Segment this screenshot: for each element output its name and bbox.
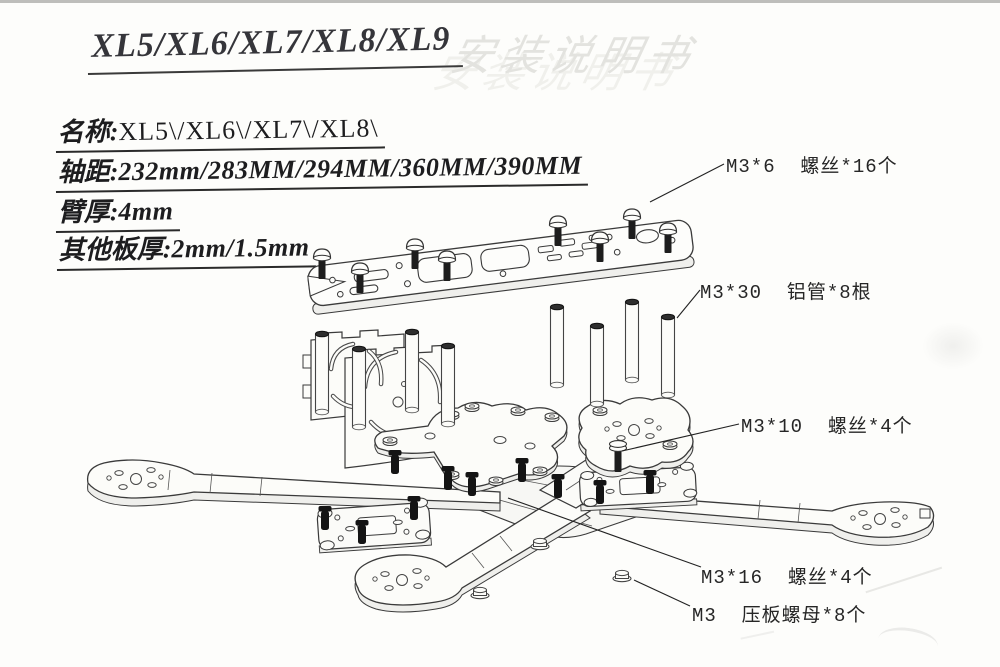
m3x16-screw xyxy=(318,506,332,530)
m3x30-standoff-tube xyxy=(549,303,565,389)
standoff-boss xyxy=(464,402,480,412)
m3-press-nut xyxy=(530,537,550,551)
callout-leader-lines xyxy=(507,163,740,607)
m3x6-screw xyxy=(658,222,678,253)
callout-text: M3*30 铝管*8根 xyxy=(700,282,872,304)
m3x6-screw xyxy=(590,231,610,262)
m3x16-screw xyxy=(355,520,369,544)
m3x16-screw xyxy=(593,480,607,504)
standoff-boss xyxy=(532,466,548,476)
m3x10-screw-group xyxy=(608,440,628,472)
leader-line xyxy=(633,579,691,607)
callout-m3x6-screws: M3*6 螺丝*16个 xyxy=(726,151,898,178)
callout-m3x10-screws: M3*10 螺丝*4个 xyxy=(741,411,913,438)
callout-m3x16-screws: M3*16 螺丝*4个 xyxy=(701,562,873,589)
m3x30-standoff-tubes-group xyxy=(314,298,676,431)
m3x16-screws-group xyxy=(318,450,657,544)
m3-press-nut xyxy=(470,586,490,600)
m3x6-screws-group xyxy=(312,208,678,293)
leader-line xyxy=(649,163,725,203)
motor-mount-holes xyxy=(106,467,164,490)
callout-text: M3*6 螺丝*16个 xyxy=(726,156,898,178)
m3x30-standoff-tube xyxy=(440,342,456,428)
m3x6-screw xyxy=(405,238,425,269)
standoff-boss xyxy=(382,436,398,446)
callout-m3-press-nuts: M3 压板螺母*8个 xyxy=(692,600,866,627)
m3x6-screw xyxy=(548,215,568,246)
callout-text: M3*16 螺丝*4个 xyxy=(701,567,873,589)
m3x16-screw xyxy=(643,470,657,494)
m3x30-standoff-tube xyxy=(314,330,330,416)
standoff-boss xyxy=(510,406,526,416)
leader-line xyxy=(621,423,740,452)
m3x16-screw xyxy=(388,450,402,474)
m3-press-nut xyxy=(612,569,632,583)
motor-mount-holes xyxy=(372,568,430,591)
m3x16-screw xyxy=(515,458,529,482)
m3x30-standoff-tube xyxy=(351,345,367,431)
motor-mount-holes xyxy=(604,418,662,441)
m3x6-screw xyxy=(437,250,457,281)
m3x16-screw xyxy=(441,466,455,490)
m3x6-screw xyxy=(622,208,642,239)
callout-text: M3*10 螺丝*4个 xyxy=(741,416,913,438)
standoff-boss xyxy=(488,476,504,486)
m3x16-screw xyxy=(551,474,565,498)
camera-plate-slot xyxy=(418,357,443,405)
m3x10-screw xyxy=(608,440,628,472)
m3x30-standoff-tube xyxy=(589,322,605,408)
camera-plate-slot xyxy=(366,348,384,387)
leader-line xyxy=(676,289,701,319)
left-arm xyxy=(86,459,501,504)
m3x30-standoff-tube xyxy=(404,328,420,414)
m3x16-screw xyxy=(465,472,479,496)
motor-mount-holes xyxy=(850,507,908,530)
callout-m3x30-tubes: M3*30 铝管*8根 xyxy=(700,277,872,304)
motor-mount-holes-group xyxy=(106,418,908,591)
leader-line xyxy=(507,497,702,568)
standoff-boss xyxy=(662,440,678,450)
m3x30-standoff-tube xyxy=(624,298,640,384)
press-nuts-group xyxy=(470,537,632,600)
callout-text: M3 压板螺母*8个 xyxy=(692,605,867,627)
camera-plate-slot xyxy=(328,341,356,372)
scanner-edge-line xyxy=(0,0,1000,3)
m3x30-standoff-tube xyxy=(660,313,676,399)
m3x16-screw xyxy=(407,496,421,520)
standoff-boss xyxy=(544,412,560,422)
m3x6-screw xyxy=(350,262,370,293)
m3x6-screw xyxy=(312,248,332,279)
standoff-boss xyxy=(592,406,608,416)
